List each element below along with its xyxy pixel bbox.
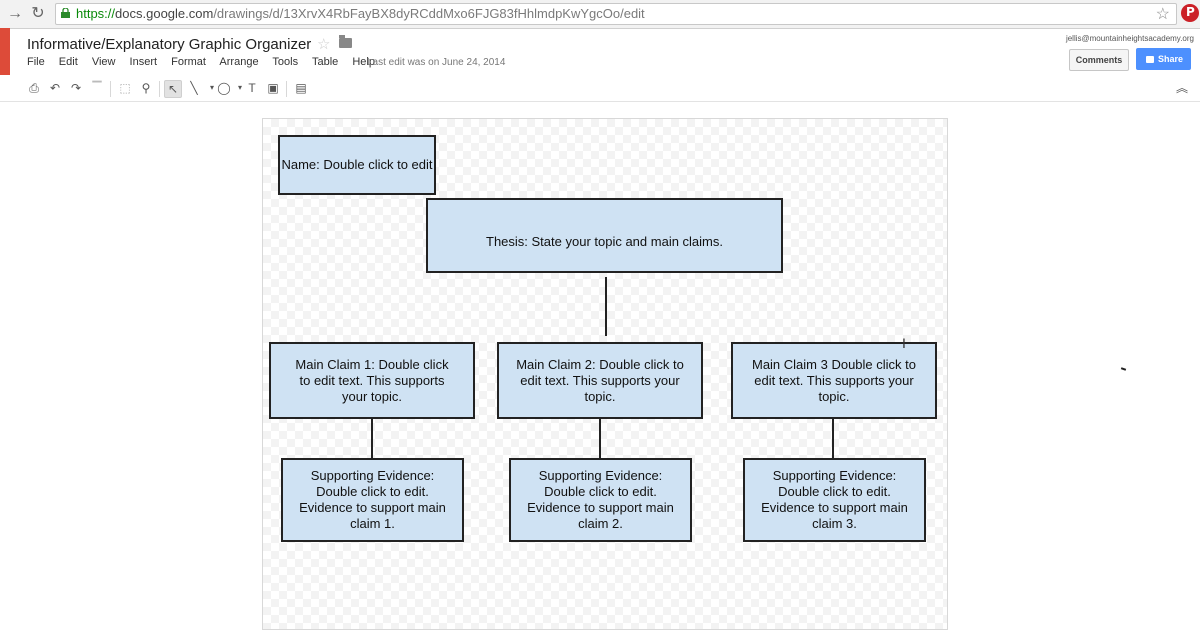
editor-toolbar: ⎙ ↶ ↷ ▔ ⬚ ⚲ ↖ ╲ ▾ ◯ ▾ T ▣ ▤ ︽ (0, 77, 1200, 102)
menu-format[interactable]: Format (171, 56, 206, 68)
menu-tools[interactable]: Tools (272, 56, 299, 68)
evidence-text: Supporting Evidence: Double click to edi… (299, 468, 446, 531)
comment-icon[interactable]: ▤ (295, 81, 307, 95)
undo-icon[interactable]: ↶ (49, 81, 61, 95)
select-all-icon[interactable]: ⬚ (119, 81, 131, 95)
bookmark-star-icon[interactable]: ☆ (1155, 6, 1170, 23)
image-icon[interactable]: ▣ (267, 81, 279, 95)
lock-icon (61, 8, 70, 18)
drawing-workspace[interactable]: Name: Double click to edit Thesis: State… (0, 102, 1200, 630)
shape-dropdown-icon[interactable]: ▾ (237, 83, 242, 92)
connector-line[interactable] (599, 419, 601, 459)
menu-insert[interactable]: Insert (129, 56, 158, 68)
docs-accent-bar (0, 28, 10, 75)
menu-bar: File Edit View Insert Format Arrange Too… (27, 56, 386, 68)
menu-edit[interactable]: Edit (58, 56, 78, 68)
share-button[interactable]: Share (1136, 48, 1191, 70)
line-icon[interactable]: ╲ (190, 81, 198, 95)
comments-button[interactable]: Comments (1069, 49, 1129, 71)
evidence-box-3[interactable]: Supporting Evidence: Double click to edi… (743, 458, 926, 542)
menu-table[interactable]: Table (311, 56, 339, 68)
evidence-box-1[interactable]: Supporting Evidence: Double click to edi… (281, 458, 464, 542)
star-icon[interactable]: ☆ (317, 36, 331, 53)
pinterest-icon[interactable] (1181, 4, 1199, 22)
toolbar-divider (286, 81, 287, 97)
textbox-icon[interactable]: T (248, 81, 256, 95)
thesis-box[interactable]: Thesis: State your topic and main claims… (426, 198, 783, 273)
share-label: Share (1158, 54, 1184, 64)
last-edit-status[interactable]: Last edit was on June 24, 2014 (367, 57, 506, 68)
toolbar-divider (110, 81, 111, 97)
browser-toolbar: → ↻ https://docs.google.com/drawings/d/1… (0, 0, 1200, 29)
paint-format-icon[interactable]: ▔ (92, 81, 102, 95)
name-box[interactable]: Name: Double click to edit (278, 135, 436, 195)
redo-icon[interactable]: ↷ (70, 81, 82, 95)
select-cursor-icon[interactable]: ↖ (164, 80, 182, 98)
menu-help[interactable]: Help (352, 56, 375, 68)
folder-icon[interactable] (339, 35, 352, 48)
print-icon[interactable]: ⎙ (29, 81, 39, 95)
menu-view[interactable]: View (91, 56, 116, 68)
claim-box-2[interactable]: Main Claim 2: Double click to edit text.… (497, 342, 703, 419)
toolbar-divider (159, 81, 160, 97)
zoom-icon[interactable]: ⚲ (141, 81, 151, 95)
account-email[interactable]: jellis@mountainheightsacademy.org (1065, 34, 1194, 43)
back-arrow-icon[interactable]: → (7, 5, 23, 22)
url-text[interactable]: https://docs.google.com/drawings/d/13Xrv… (76, 6, 645, 21)
claim-box-3[interactable]: Main Claim 3 Double click to edit text. … (731, 342, 937, 419)
connector-line[interactable] (605, 277, 607, 336)
claim-text: Main Claim 2: Double click to edit text.… (516, 356, 684, 404)
evidence-text: Supporting Evidence: Double click to edi… (527, 468, 674, 531)
shape-icon[interactable]: ◯ (217, 81, 231, 95)
collapse-icon[interactable]: ︽ (1175, 81, 1188, 95)
claim-box-1[interactable]: Main Claim 1: Double click to edit text.… (269, 342, 475, 419)
claim-text: Main Claim 3 Double click to edit text. … (751, 356, 916, 404)
address-bar[interactable]: https://docs.google.com/drawings/d/13Xrv… (55, 3, 1177, 25)
evidence-text: Supporting Evidence: Double click to edi… (761, 468, 908, 531)
drawing-canvas[interactable]: Name: Double click to edit Thesis: State… (262, 118, 948, 630)
text-cursor-icon: I (902, 335, 906, 351)
reload-icon[interactable]: ↻ (31, 5, 45, 22)
name-box-text: Name: Double click to edit (281, 157, 433, 172)
share-lock-icon (1146, 56, 1154, 63)
claim-text: Main Claim 1: Double click to edit text.… (295, 356, 449, 404)
document-title[interactable]: Informative/Explanatory Graphic Organize… (27, 36, 312, 53)
connector-line[interactable] (371, 419, 373, 459)
connector-line[interactable] (832, 419, 834, 459)
menu-arrange[interactable]: Arrange (219, 56, 259, 68)
evidence-box-2[interactable]: Supporting Evidence: Double click to edi… (509, 458, 692, 542)
menu-file[interactable]: File (27, 56, 45, 68)
line-dropdown-icon[interactable]: ▾ (209, 83, 214, 92)
thesis-text: Thesis: State your topic and main claims… (486, 233, 723, 249)
